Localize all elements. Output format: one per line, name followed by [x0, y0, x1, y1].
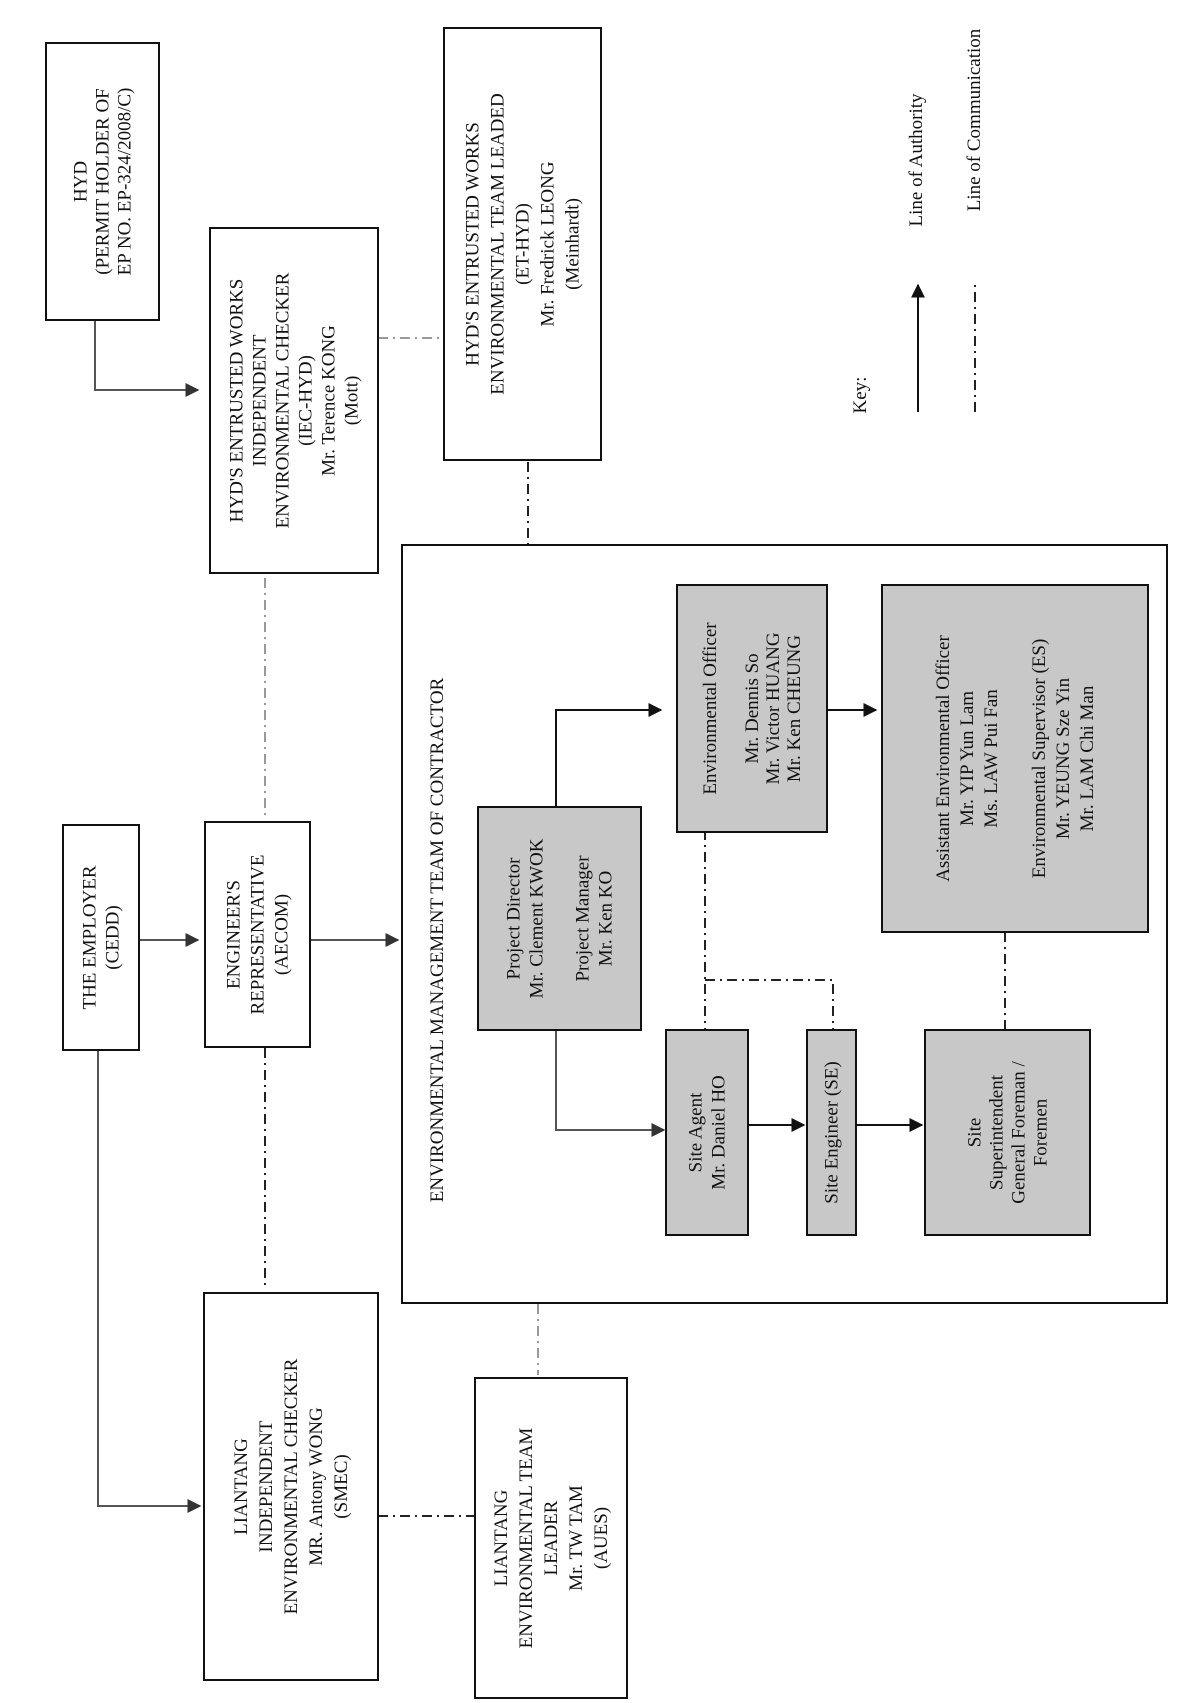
project-line: Project Director — [504, 857, 525, 980]
box-site-engineer: Site Engineer (SE) — [806, 1029, 857, 1236]
iec-hyd-line: (Mott) — [342, 376, 363, 426]
authority-hyd-to-iec-hyd — [94, 300, 200, 397]
box-site-superintendent: SiteSuperintendentGeneral Foreman /Forem… — [924, 1029, 1091, 1236]
et-hyd-line: (Meinhardt) — [563, 198, 584, 290]
assistant-line: Mr. YIP Yun Lam — [957, 691, 978, 826]
key-authority-label: Line of Authority — [906, 93, 927, 226]
hyd-line: EP NO. EP-324/2008/C) — [115, 88, 136, 276]
engineer-line: ENGINEER'S — [224, 880, 245, 989]
box-site-engineer-text: Site Engineer (SE) — [822, 1061, 843, 1203]
site-super-line: Foremen — [1031, 1098, 1052, 1166]
site-super-line: General Foreman / — [1009, 1061, 1030, 1204]
key-legend: Key: Line of Authority Line of Communica… — [850, 28, 985, 413]
iec-hyd-line: (IEC-HYD) — [296, 355, 317, 446]
employer-line: (CEDD) — [103, 905, 124, 969]
liantang-et-line: ENVIRONMENTAL TEAM — [516, 1428, 537, 1649]
iec-hyd-line: INDEPENDENT — [250, 334, 271, 466]
liantang-iec-line: MR. Antony WONG — [306, 1407, 327, 1566]
project-line: Mr. Clement KWOK — [527, 838, 548, 998]
liantang-et-line: LIANTANG — [491, 1489, 512, 1586]
box-employer-text: THE EMPLOYER(CEDD) — [80, 865, 124, 1009]
iec-hyd-line: ENVIRONMENTAL CHECKER — [273, 272, 294, 528]
key-communication-label: Line of Communication — [964, 28, 985, 211]
liantang-et-line: LEADER — [541, 1500, 562, 1575]
assistant-line: Ms. LAW Pui Fan — [981, 689, 1002, 828]
et-hyd-line: HYD'S ENTRUSTED WORKS — [463, 122, 484, 366]
env-officer-line: Mr. Dennis So — [742, 653, 763, 763]
iec-hyd-line: Mr. Terence KONG — [319, 325, 340, 476]
assistant-line: Mr. LAM Chi Man — [1077, 685, 1098, 831]
box-hyd-text: HYD(PERMIT HOLDER OFEP NO. EP-324/2008/C… — [71, 88, 136, 276]
hyd-line: HYD — [71, 161, 92, 202]
env-officer-line: Mr. Victor HUANG — [763, 632, 784, 784]
liantang-et-line: (AUES) — [591, 1507, 612, 1569]
et-hyd-line: ENVIRONMENTAL TEAM LEADED — [488, 93, 509, 394]
et-hyd-line: (ET-HYD) — [513, 203, 534, 285]
site-super-line: Superintendent — [987, 1074, 1008, 1190]
communication-lines — [264, 337, 1006, 1517]
site-engineer-line: Site Engineer (SE) — [822, 1061, 843, 1203]
assistant-line: Environmental Supervisor (ES) — [1029, 639, 1050, 879]
iec-hyd-line: HYD'S ENTRUSTED WORKS — [227, 279, 248, 523]
contractor-group: ENVIRONMENTAL MANAGEMENT TEAM OF CONTRAC… — [401, 544, 1168, 1304]
project-line: Project Manager — [573, 855, 594, 982]
box-env-officer: Environmental Officer Mr. Dennis SoMr. Vi… — [676, 584, 828, 833]
engineer-line: (AECOM) — [272, 894, 293, 975]
authority-project-to-site-agent — [555, 1030, 666, 1137]
authority-employer-to-liantang-iec — [97, 1050, 202, 1513]
employer-line: THE EMPLOYER — [80, 865, 101, 1009]
liantang-iec-line: LIANTANG — [231, 1438, 252, 1535]
assistant-line: Mr. YEUNG Sze Yin — [1053, 677, 1074, 839]
site-agent-line: Mr. Daniel HO — [709, 1075, 730, 1190]
liantang-et-line: Mr. TW TAM — [566, 1485, 587, 1591]
box-hyd: HYD(PERMIT HOLDER OFEP NO. EP-324/2008/C… — [45, 42, 160, 321]
liantang-iec-line: (SMEC) — [331, 1454, 352, 1518]
liantang-iec-line: ENVIRONMENTAL CHECKER — [281, 1358, 302, 1614]
box-employer: THE EMPLOYER(CEDD) — [62, 824, 140, 1051]
liantang-iec-line: INDEPENDENT — [256, 1420, 277, 1552]
env-officer-line: Mr. Ken CHEUNG — [784, 635, 805, 783]
contractor-title: ENVIRONMENTAL MANAGEMENT TEAM OF CONTRAC… — [427, 677, 448, 1202]
comm-env-officer-to-site-engineer — [705, 979, 834, 1030]
authority-project-to-env-officer — [555, 703, 663, 808]
key-title: Key: — [850, 377, 871, 414]
hyd-line: (PERMIT HOLDER OF — [93, 88, 114, 275]
assistant-line: Assistant Environmental Officer — [933, 635, 954, 882]
project-line: Mr. Ken KO — [596, 871, 617, 967]
engineer-line: REPRESENTATIVE — [248, 855, 269, 1015]
box-env-officer-text: Environmental Officer Mr. Dennis SoMr. Vi… — [700, 622, 805, 795]
site-agent-line: Site Agent — [686, 1092, 707, 1172]
env-officer-line: Environmental Officer — [700, 622, 721, 795]
site-super-line: Site — [965, 1118, 986, 1148]
authority-lines — [94, 300, 924, 1513]
et-hyd-line: Mr. Fredrick LEONG — [538, 161, 559, 326]
box-site-superintendent-text: SiteSuperintendentGeneral Foreman /Forem… — [965, 1061, 1052, 1204]
